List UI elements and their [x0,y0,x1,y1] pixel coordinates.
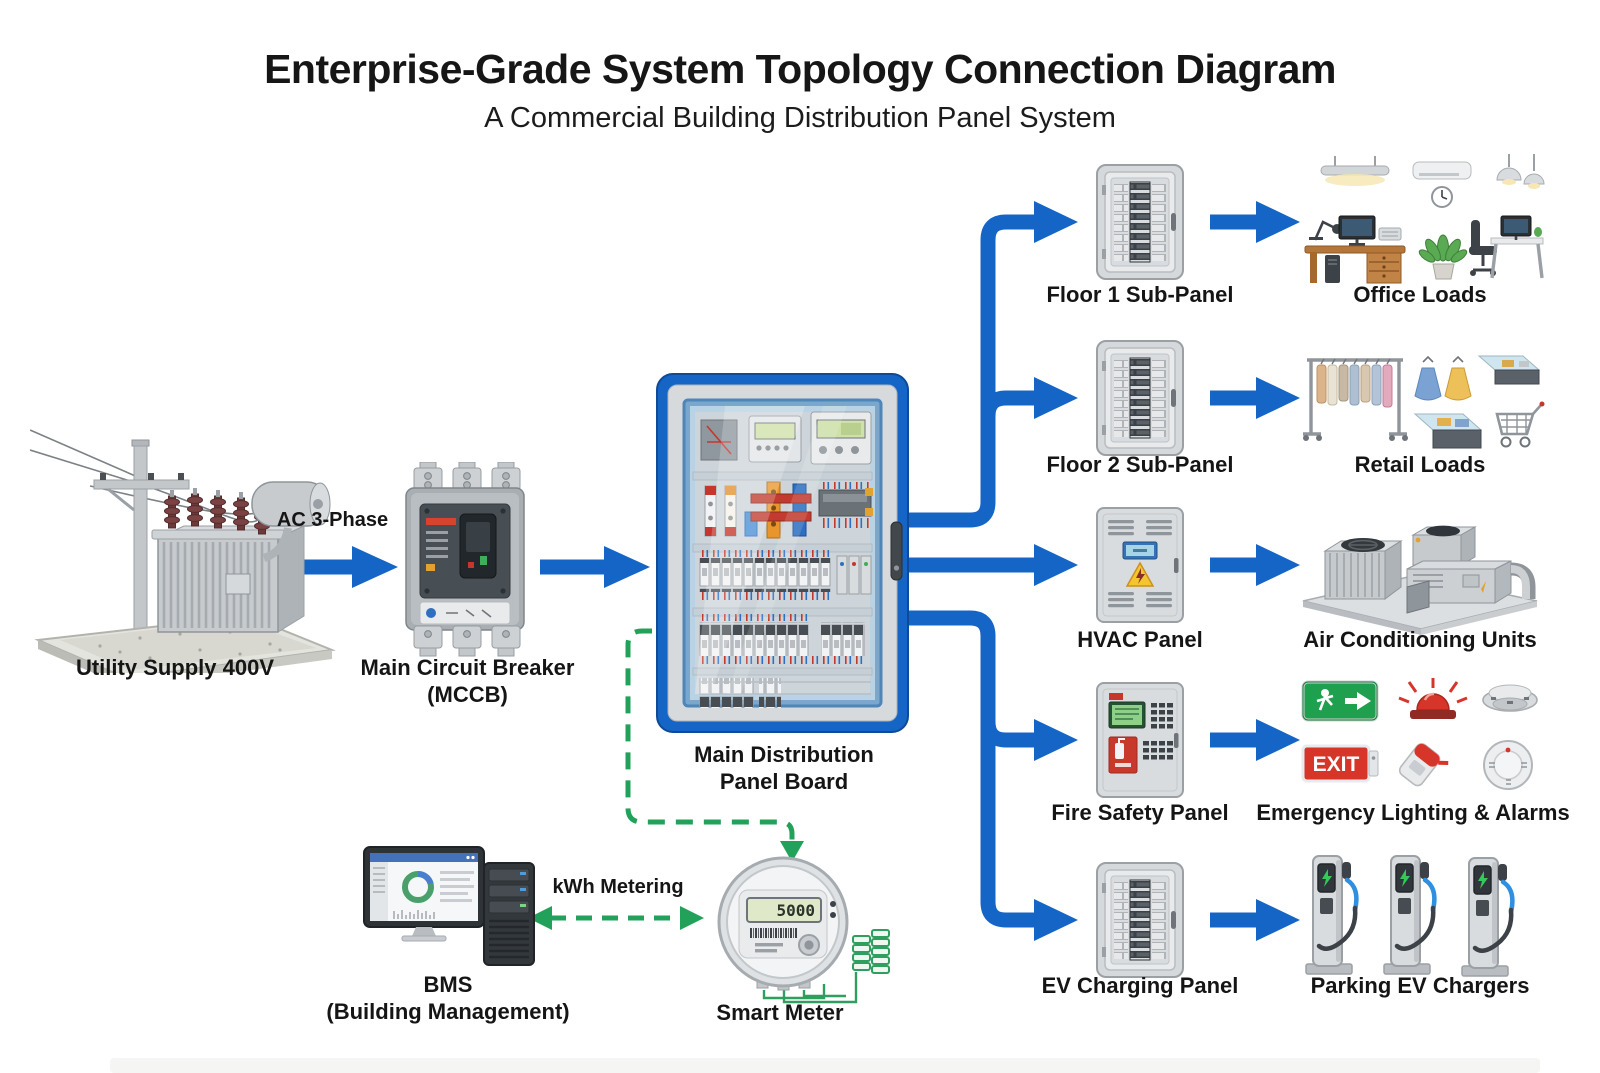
plant-pot [1432,263,1455,280]
ev-charging-panel-icon [1096,862,1184,978]
ev-chargers-label: Parking EV Chargers [1310,973,1530,998]
emergency-loads-icon: EXIT [1301,678,1538,790]
hanging-clothes [1316,358,1393,408]
hvac-panel-icon [1096,507,1184,623]
exit-sign-pictogram-icon [1301,680,1379,722]
dress-yellow [1444,367,1472,401]
kwh-metering-label: kWh Metering [552,876,684,898]
exit-text-sign-icon: EXIT [1301,744,1379,783]
arrow-mccb-to-main-panel [540,546,650,588]
panel-door-handle [890,521,903,581]
office-loads-icon [1304,154,1545,284]
fire-panel-keypad [1143,703,1173,760]
siren-icon [1398,678,1468,719]
mccb-breaker-icon [405,462,525,657]
floor1-subpanel-icon [1096,164,1184,280]
meter-lcd [746,897,822,923]
utility-label: Utility Supply 400V [75,655,275,680]
emergency-loads-label: Emergency Lighting & Alarms [1256,800,1570,825]
retail-loads-label: Retail Loads [1354,452,1486,477]
ac-units-label: Air Conditioning Units [1303,627,1537,652]
ac-3phase-label: AC 3-Phase [276,509,389,531]
dress-blue [1414,367,1442,401]
utility-transformer-icon [30,429,336,673]
hvac-panel-label: HVAC Panel [1077,627,1203,652]
smart-meter-label: Smart Meter [716,1000,844,1025]
floor1-panel-label: Floor 1 Sub-Panel [1046,282,1234,307]
arrow-main-to-hvac [908,544,1078,586]
light-glow [1325,174,1385,186]
ac-unit-3 [1406,560,1536,614]
meter-reading: 5000 [776,901,815,920]
trunk-lower [908,610,1078,941]
ac-unit-1 [1323,538,1403,600]
fire-panel-label: Fire Safety Panel [1051,800,1229,825]
arrows-panel-to-loads [1210,201,1300,941]
main-panel-label: Main Distribution Panel Board [694,742,874,794]
bottom-artifact-strip [110,1058,1540,1073]
shopping-cart-icon [1495,401,1545,448]
meter-barcode [749,928,797,938]
bms-dashboard-header [370,853,478,862]
ev-chargers-icon [1300,850,1535,980]
bms-workstation-icon [363,846,535,966]
page-subtitle: A Commercial Building Distribution Panel… [484,102,1116,134]
mccb-label: Main Circuit Breaker (MCCB) [360,655,575,707]
page-title: Enterprise-Grade System Topology Connect… [264,46,1336,92]
smoke-detector-icon [1482,684,1538,712]
office-chair-icon [1471,220,1480,250]
mccb-label-strip [419,601,511,625]
plant-leaves [1418,234,1468,263]
ac-units-icon [1302,525,1538,635]
ev-panel-label: EV Charging Panel [1041,973,1239,998]
meter-terminal-block [852,929,890,974]
pendant-lamp-icon [1496,167,1522,181]
bms-label: BMS (Building Management) [326,972,570,1024]
busbar-row [704,481,873,539]
smart-meter-icon: 5000 [717,856,890,1004]
main-distribution-panel-icon [656,373,909,733]
floor2-subpanel-icon [1096,340,1184,456]
ac-unit-2 [1411,525,1477,566]
retail-loads-icon [1303,355,1545,449]
meter-wires [762,972,858,1004]
desk [1304,245,1406,254]
round-smoke-alarm-icon [1483,740,1533,790]
fire-safety-panel-icon [1096,682,1184,798]
printer-icon [1378,227,1402,241]
split-ac-icon [1412,161,1472,180]
pc-tower-icon [1325,255,1340,283]
office-loads-label: Office Loads [1353,282,1487,307]
display-case-2 [1413,413,1483,449]
display-case-1 [1477,355,1541,385]
floor2-panel-label: Floor 2 Sub-Panel [1046,452,1234,477]
exit-sign-text: EXIT [1313,753,1360,776]
handheld-alarm-icon [1398,743,1449,787]
